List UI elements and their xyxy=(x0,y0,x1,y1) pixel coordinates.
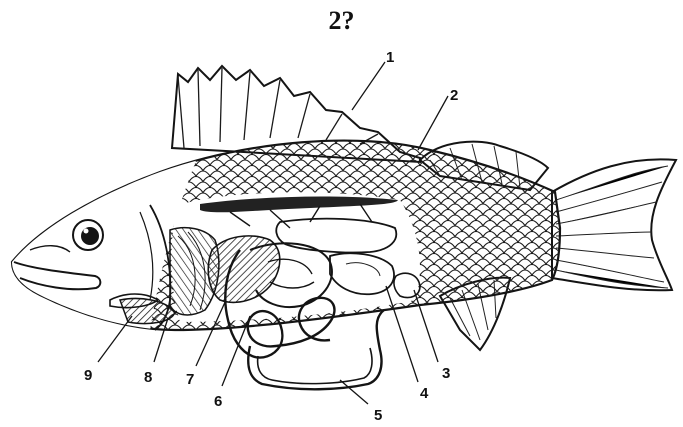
label-8: 8 xyxy=(144,369,152,386)
label-1: 1 xyxy=(386,49,394,66)
label-2: 2 xyxy=(450,87,458,104)
caudal-fin xyxy=(552,159,676,290)
label-5: 5 xyxy=(374,407,382,424)
label-7: 7 xyxy=(186,371,194,388)
label-4: 4 xyxy=(420,385,429,402)
label-3: 3 xyxy=(442,365,450,382)
label-9: 9 xyxy=(84,367,92,384)
eye xyxy=(73,220,103,250)
label-6: 6 xyxy=(214,393,222,410)
